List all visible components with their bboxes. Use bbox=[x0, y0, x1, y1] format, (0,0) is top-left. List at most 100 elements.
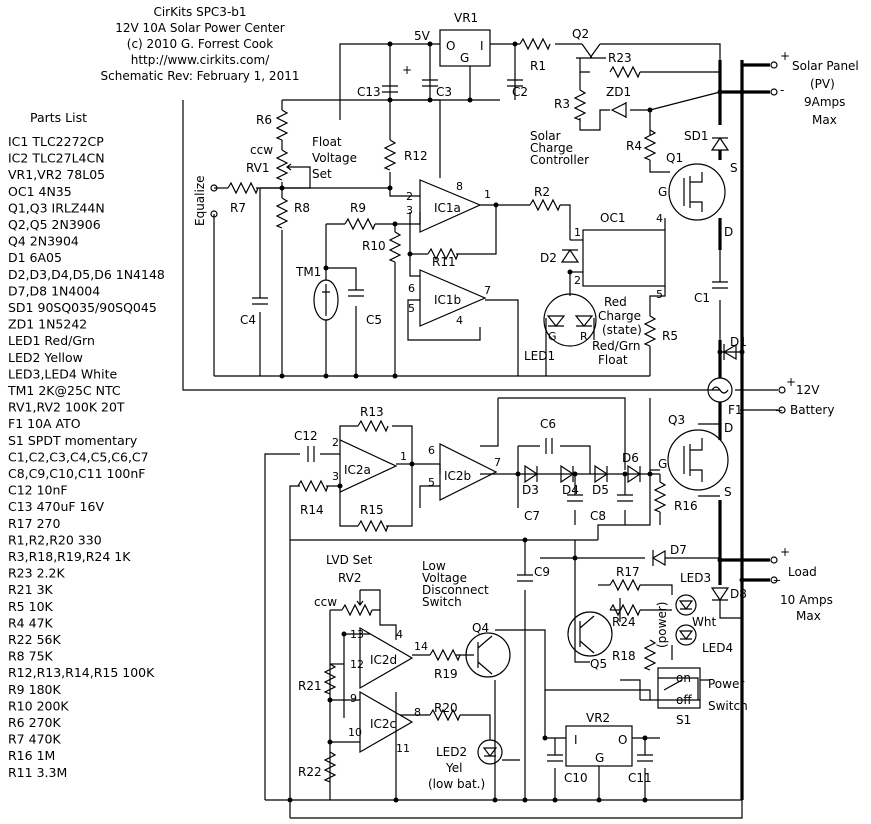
lvd-line2: Voltage bbox=[422, 571, 467, 585]
title-line-5: Schematic Rev: February 1, 2011 bbox=[101, 69, 300, 83]
q1-label: Q1 bbox=[666, 151, 683, 165]
q4-label: Q4 bbox=[472, 621, 489, 635]
led1-r: R bbox=[580, 330, 588, 343]
led1-redgrn: Red/Grn bbox=[592, 339, 640, 353]
r19-resistor bbox=[429, 649, 461, 661]
power-led-label: (power) bbox=[655, 602, 669, 648]
c10-capacitor bbox=[547, 754, 563, 762]
parts-list-item: R11 3.3M bbox=[8, 765, 67, 780]
c3-label: C3 bbox=[436, 85, 452, 99]
r15-resistor bbox=[357, 520, 389, 532]
parts-list-item: OC1 4N35 bbox=[8, 184, 72, 199]
r13-resistor bbox=[357, 420, 389, 432]
parts-list-item: D7,D8 1N4004 bbox=[8, 283, 100, 298]
led4-led bbox=[675, 624, 697, 646]
parts-list-item: VR1,VR2 78L05 bbox=[8, 167, 105, 182]
c2-capacitor bbox=[507, 79, 523, 87]
title-line-3: (c) 2010 G. Forrest Cook bbox=[127, 37, 273, 51]
r8-label: R8 bbox=[294, 201, 310, 215]
vr2-g: G bbox=[595, 751, 604, 765]
q3-s-label: S bbox=[724, 485, 732, 499]
led1-charge: Charge bbox=[598, 309, 641, 323]
power-switch-line2: Switch bbox=[708, 699, 748, 713]
s1-label: S1 bbox=[676, 713, 691, 727]
d3-label: D3 bbox=[522, 483, 539, 497]
parts-list-item: C1,C2,C3,C4,C5,C6,C7 bbox=[8, 449, 149, 464]
q2-pnp bbox=[576, 43, 606, 59]
zd1-zener bbox=[610, 102, 627, 118]
r14-resistor bbox=[297, 480, 329, 492]
parts-list-item: R12,R13,R14,R15 100K bbox=[8, 665, 155, 680]
c7-capacitor bbox=[567, 494, 583, 502]
d7-label: D7 bbox=[670, 543, 687, 557]
parts-list-item: R9 180K bbox=[8, 682, 61, 697]
c13-capacitor bbox=[382, 85, 398, 93]
r22-label: R22 bbox=[298, 765, 322, 779]
led2-lowbat: (low bat.) bbox=[428, 777, 485, 791]
parts-list-item: R21 3K bbox=[8, 582, 54, 597]
r18-label: R18 bbox=[612, 649, 636, 663]
parts-list-item: Q4 2N3904 bbox=[8, 234, 79, 249]
ic1-pin7: 7 bbox=[484, 284, 491, 297]
r16-resistor bbox=[654, 481, 666, 513]
lvd-line4: Switch bbox=[422, 595, 462, 609]
vr2-label: VR2 bbox=[586, 711, 610, 725]
q2-label: Q2 bbox=[572, 27, 589, 41]
c13-plus: + bbox=[402, 63, 412, 77]
parts-list-item: IC2 TLC27L4CN bbox=[8, 151, 105, 166]
q1-mosfet bbox=[668, 163, 726, 221]
component-labels: VR1 5V O I G R1 Q2 R23 R3 ZD1 C13 + C3 C… bbox=[193, 11, 859, 791]
parts-list-item: R17 270 bbox=[8, 516, 60, 531]
led1-label: LED1 bbox=[524, 349, 555, 363]
battery-minus: _ bbox=[775, 397, 783, 411]
vr1-o-label: O bbox=[446, 39, 455, 53]
vr1-regulator bbox=[439, 29, 491, 67]
parts-list-item: D1 6A05 bbox=[8, 250, 62, 265]
lvd-set-label: LVD Set bbox=[326, 553, 373, 567]
r9-label: R9 bbox=[350, 201, 366, 215]
led1-state: (state) bbox=[602, 323, 642, 337]
ic2b-label: IC2b bbox=[444, 469, 471, 483]
r18-resistor bbox=[644, 639, 656, 671]
parts-list-item: C13 470uF 16V bbox=[8, 499, 104, 514]
vr1-g-label: G bbox=[460, 51, 469, 65]
r5-label: R5 bbox=[662, 329, 678, 343]
ic1-pin5: 5 bbox=[408, 302, 415, 315]
ic2d-opamp bbox=[359, 626, 414, 690]
d2-diode bbox=[560, 248, 580, 263]
d8-diode bbox=[710, 587, 730, 602]
d2-label: D2 bbox=[540, 251, 557, 265]
controller-line3: Controller bbox=[530, 153, 589, 167]
d1-label: D1 bbox=[730, 335, 747, 349]
battery-12v: 12V bbox=[796, 383, 820, 397]
r17-resistor bbox=[609, 579, 641, 591]
ic2-pin3: 3 bbox=[332, 470, 339, 483]
c4-capacitor bbox=[252, 297, 268, 305]
rv1-potentiometer bbox=[276, 149, 297, 181]
parts-list-item: R1,R2,R20 330 bbox=[8, 532, 102, 547]
controller-line2: Charge bbox=[530, 141, 573, 155]
load-minus: _ bbox=[773, 567, 781, 581]
q3-mosfet bbox=[667, 429, 729, 491]
parts-list-item: S1 SPDT momentary bbox=[8, 433, 138, 448]
vr1-5v-label: 5V bbox=[414, 29, 431, 43]
parts-list-item: R5 10K bbox=[8, 599, 54, 614]
sd1-label: SD1 bbox=[684, 129, 709, 143]
ic2-pin9: 9 bbox=[350, 692, 357, 705]
parts-list-item: TM1 2K@25C NTC bbox=[7, 383, 121, 398]
c5-capacitor bbox=[348, 289, 364, 297]
ic1-pin2: 2 bbox=[406, 190, 413, 203]
r7-label: R7 bbox=[230, 201, 246, 215]
parts-list-item: R6 270K bbox=[8, 715, 61, 730]
rv2-potentiometer bbox=[341, 600, 373, 616]
led2-label: LED2 bbox=[436, 745, 467, 759]
float-label-2: Voltage bbox=[312, 151, 357, 165]
r6-resistor bbox=[276, 109, 288, 141]
q3-g-label: G bbox=[658, 457, 667, 471]
solar-panel-label: Solar Panel bbox=[792, 59, 859, 73]
r1-resistor bbox=[519, 38, 551, 50]
c5-label: C5 bbox=[366, 313, 382, 327]
vr1-label: VR1 bbox=[454, 11, 478, 25]
